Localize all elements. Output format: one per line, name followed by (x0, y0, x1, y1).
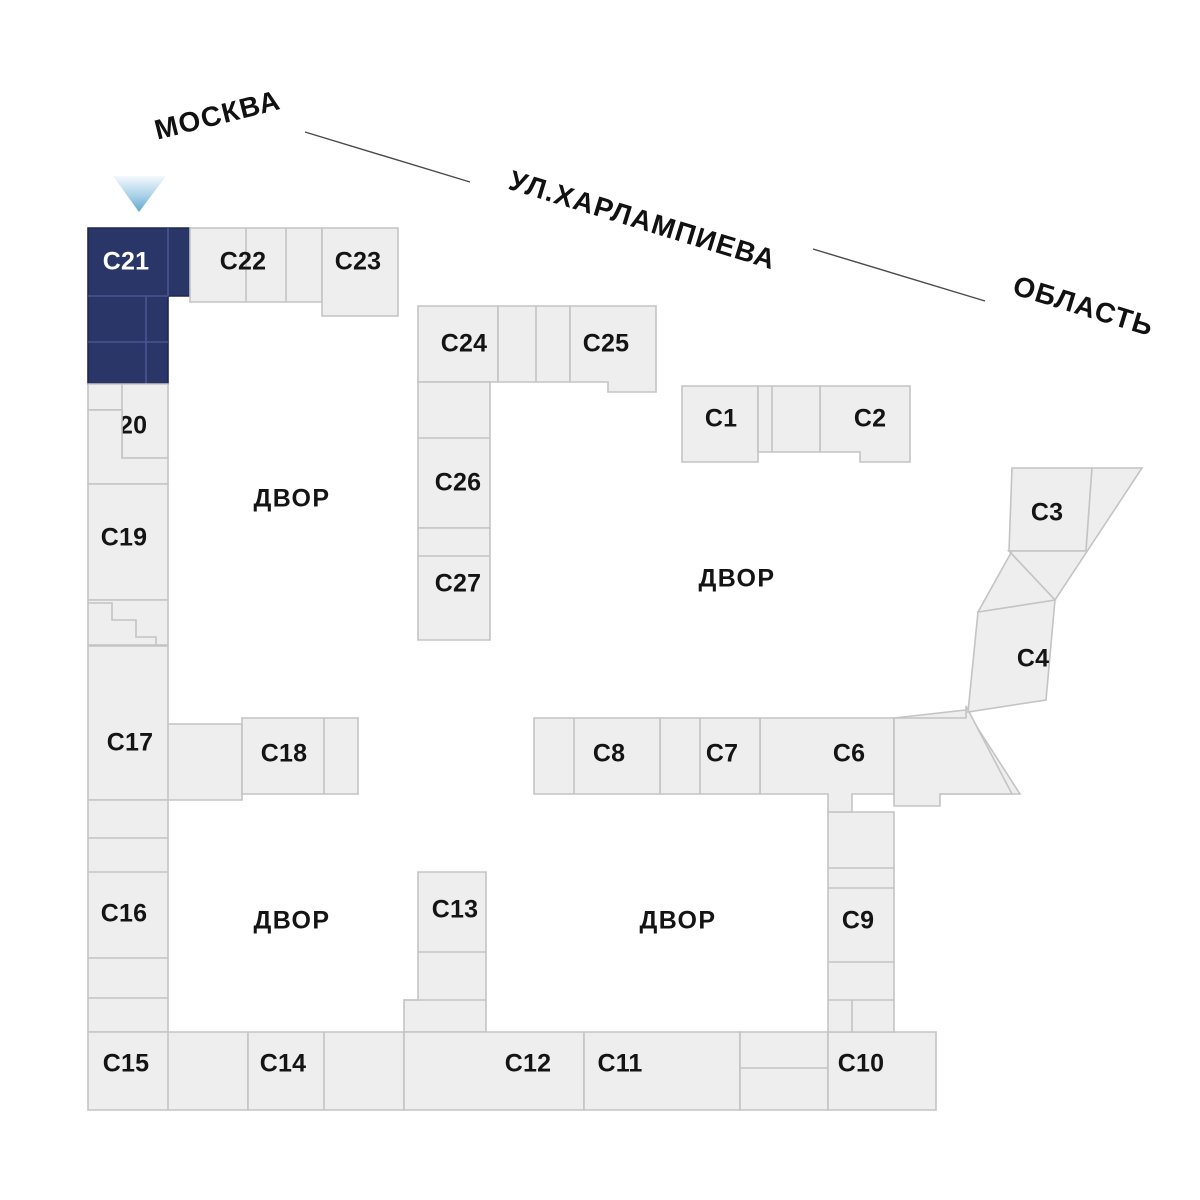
building-c19b[interactable] (87, 599, 169, 646)
street-oblast: ОБЛАСТЬ (1009, 270, 1157, 342)
building-label-c11: C11 (597, 1050, 642, 1078)
building-c17[interactable]: C17 (87, 645, 243, 801)
building-shape-c18[interactable] (241, 717, 359, 795)
building-c10[interactable]: C10 (827, 1031, 937, 1111)
building-c26[interactable]: C26 (417, 381, 491, 529)
building-shape-c26[interactable] (417, 381, 491, 529)
building-c13[interactable]: C13 (403, 871, 487, 1033)
building-label-c18: C18 (261, 740, 307, 768)
building-c27[interactable]: C27 (417, 527, 491, 641)
building-shape-c19b[interactable] (87, 599, 169, 646)
building-label-c25: C25 (583, 330, 629, 358)
building-c9[interactable]: C9 (827, 811, 895, 1033)
building-label-c8: C8 (593, 740, 625, 768)
building-shape-c9[interactable] (827, 811, 895, 1033)
streets-layer: МОСКВА УЛ.ХАРЛАМПИЕВА ОБЛАСТЬ (151, 84, 1157, 342)
building-c22[interactable]: C22 (189, 227, 323, 303)
building-c3wing2[interactable] (976, 550, 1057, 614)
yard-southwest: ДВОР (254, 907, 331, 935)
street-moskva: МОСКВА (151, 84, 283, 145)
building-c2[interactable]: C2 (819, 385, 911, 463)
building-shape-c3wing2[interactable] (976, 550, 1057, 614)
building-label-c1: C1 (705, 405, 737, 433)
building-c7[interactable]: C7 (659, 717, 761, 795)
building-label-c27: C27 (435, 570, 481, 598)
building-label-c21: C21 (103, 248, 149, 276)
selected-building-pointer-icon (113, 176, 166, 212)
building-label-c9: C9 (842, 907, 874, 935)
building-c23[interactable]: C23 (321, 227, 399, 317)
building-c5shape[interactable] (893, 705, 1014, 807)
building-c1[interactable]: C1 (681, 385, 759, 463)
street-line-right (812, 248, 986, 302)
building-label-c15: C15 (103, 1050, 149, 1078)
building-c19[interactable]: C19 (87, 483, 169, 601)
building-c14[interactable]: C14 (247, 1031, 405, 1111)
building-label-c4: C4 (1017, 645, 1049, 673)
building-label-c24: C24 (441, 330, 487, 358)
building-shape-c11b[interactable] (739, 1031, 829, 1111)
building-c12[interactable]: C12 (403, 1031, 585, 1111)
building-c11b[interactable] (739, 1031, 829, 1111)
building-shape-c1[interactable] (681, 385, 759, 463)
building-shape-c5shape[interactable] (893, 705, 1014, 807)
building-label-c10: C10 (838, 1050, 884, 1078)
building-label-c3: C3 (1031, 499, 1063, 527)
building-c24b[interactable] (497, 305, 571, 383)
building-label-c12: C12 (505, 1050, 551, 1078)
building-c6[interactable]: C6 (759, 717, 895, 813)
building-label-c13: C13 (432, 896, 478, 924)
building-label-c26: C26 (435, 469, 481, 497)
building-shape-c12[interactable] (403, 1031, 585, 1111)
building-shape-c8[interactable] (533, 717, 661, 795)
yard-northwest: ДВОР (254, 485, 331, 513)
building-c11[interactable]: C11 (583, 1031, 741, 1111)
building-c21[interactable]: C21 (87, 227, 191, 385)
building-label-c17: C17 (107, 729, 153, 757)
building-label-c6: C6 (833, 740, 865, 768)
building-c24[interactable]: C24 (417, 305, 499, 383)
building-shape-c17[interactable] (87, 645, 243, 801)
building-label-c23: C23 (335, 248, 381, 276)
building-shape-c23[interactable] (321, 227, 399, 317)
street-line-left (304, 131, 471, 183)
building-c4[interactable]: C4 (967, 599, 1056, 713)
building-label-c7: C7 (706, 740, 738, 768)
street-harlampieva: УЛ.ХАРЛАМПИЕВА (505, 165, 779, 276)
building-shape-c25[interactable] (569, 305, 657, 393)
building-label-c2: C2 (854, 405, 886, 433)
building-label-c14: C14 (260, 1050, 306, 1078)
building-shape-c24b[interactable] (497, 305, 571, 383)
building-c3[interactable]: C3 (1008, 467, 1093, 552)
building-c15[interactable]: C15 (87, 1031, 249, 1111)
yard-southeast: ДВОР (640, 907, 717, 935)
building-c25[interactable]: C25 (569, 305, 657, 393)
yards-layer: ДВОР ДВОР ДВОР ДВОР (254, 485, 776, 935)
yard-northeast: ДВОР (699, 565, 776, 593)
building-divider-c19b-0 (88, 602, 157, 645)
building-shape-c10[interactable] (827, 1031, 937, 1111)
building-c18[interactable]: C18 (241, 717, 359, 795)
building-label-c19: C19 (101, 524, 147, 552)
building-label-c16: C16 (101, 900, 147, 928)
building-label-c22: C22 (220, 248, 266, 276)
building-c8[interactable]: C8 (533, 717, 661, 795)
building-shape-c1b[interactable] (757, 385, 821, 453)
marker-layer (113, 176, 166, 212)
building-c1b[interactable] (757, 385, 821, 453)
building-shape-c6[interactable] (759, 717, 895, 813)
building-c16[interactable]: C16 (87, 799, 169, 1033)
